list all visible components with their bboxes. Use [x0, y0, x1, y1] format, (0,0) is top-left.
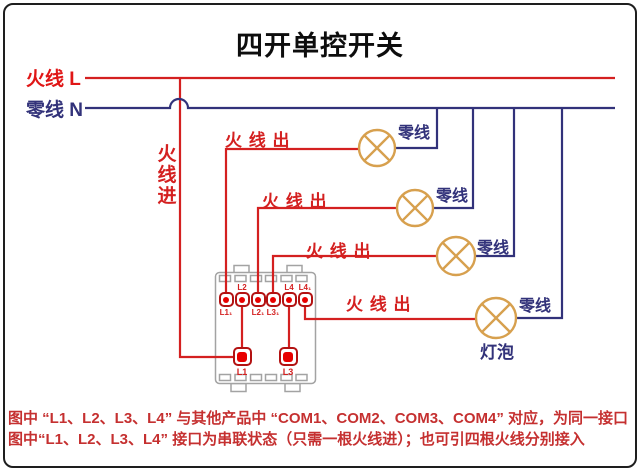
- neutral-label-4: 零线: [519, 298, 552, 315]
- neutral-label-2: 零线: [436, 188, 469, 205]
- terminal-label-L4-1: L4₁: [298, 283, 312, 292]
- terminal-label-L2: L2: [237, 283, 247, 292]
- live-in-label: 火线进: [157, 144, 177, 207]
- terminal-L2-1: [250, 292, 266, 307]
- live-out-label-2: 火 线 出: [262, 192, 328, 211]
- terminal-L2: [234, 292, 250, 307]
- terminal-fill: [239, 296, 245, 303]
- bulb-label: 灯泡: [480, 343, 514, 362]
- terminal-fill: [237, 351, 247, 362]
- footnote-line-1: 图中 “L1、L2、L3、L4” 与其他产品中 “COM1、COM2、COM3、…: [8, 410, 629, 427]
- live-feed-wire: [178, 78, 234, 359]
- lamp-icon-3: [435, 235, 477, 277]
- lamp-icon-1: [357, 128, 397, 168]
- neutral-wire-4: [515, 109, 564, 320]
- live-bus-label: 火线 L: [26, 69, 81, 90]
- neutral-wire-2: [432, 109, 475, 210]
- lamp-icon-4: [474, 296, 518, 340]
- terminal-L3: [278, 347, 298, 366]
- live-out-label-4: 火 线 出: [346, 295, 412, 314]
- switch-bottom-slots: [218, 373, 308, 382]
- neutral-wire-1: [394, 109, 439, 150]
- terminal-label-L3-1: L3₁: [266, 308, 280, 317]
- live-out-label-3: 火 线 出: [306, 242, 372, 261]
- neutral-bus-line: [85, 97, 615, 110]
- live-out-wire-2: [256, 206, 398, 293]
- terminal-fill: [270, 296, 276, 303]
- terminal-label-L4: L4: [284, 283, 294, 292]
- live-out-wire-4: [303, 306, 477, 321]
- terminal-label-L3: L3: [282, 367, 294, 377]
- switch-bottom-tab: [284, 382, 301, 393]
- diagram-title: 四开单控开关: [236, 31, 404, 61]
- terminal-fill: [255, 296, 261, 303]
- neutral-label-1: 零线: [398, 125, 431, 142]
- lamp-icon-2: [395, 188, 435, 228]
- terminal-fill: [223, 296, 229, 303]
- terminal-fill: [286, 296, 292, 303]
- terminal-fill: [302, 296, 308, 303]
- live-out-wire-1: [224, 147, 360, 293]
- terminal-label-L1: L1: [236, 367, 248, 377]
- terminal-L4: [281, 292, 297, 307]
- neutral-bus-label: 零线 N: [26, 100, 84, 121]
- terminal-L4-1: [297, 292, 313, 307]
- terminal-L1: [232, 347, 252, 366]
- terminal-label-L1-1: L1₁: [219, 308, 233, 317]
- footnote-line-2: 图中“L1、L2、L3、L4” 接口为串联状态（只需一根火线进）；也可引四根火线…: [8, 431, 585, 448]
- terminal-L1-1: [218, 292, 234, 307]
- live-out-label-1: 火 线 出: [225, 131, 291, 150]
- neutral-label-3: 零线: [477, 240, 510, 257]
- terminal-label-L2-1: L2₁: [251, 308, 265, 317]
- terminal-L3-1: [265, 292, 281, 307]
- live-out-wire-3: [271, 254, 438, 293]
- terminal-fill: [283, 351, 293, 362]
- switch-bottom-tab: [230, 382, 247, 393]
- neutral-wire-3: [474, 109, 516, 258]
